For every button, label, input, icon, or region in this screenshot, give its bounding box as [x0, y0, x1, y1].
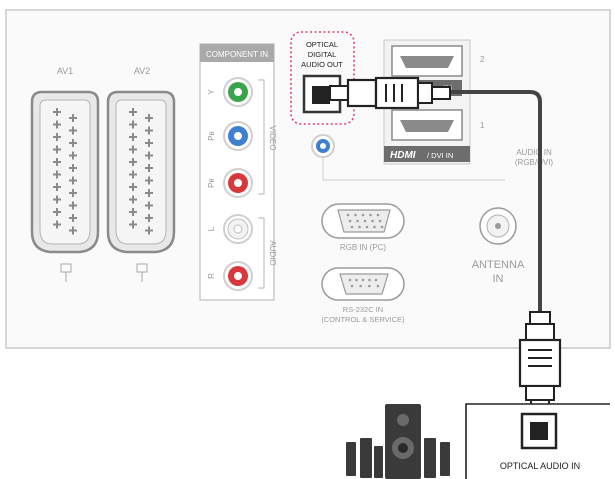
antenna-in-label-line2: IN: [493, 273, 504, 285]
av1-scart-symbol-icon: [60, 263, 72, 282]
hdmi-1-number: 1: [480, 121, 485, 130]
audio-in-leader-line: [322, 157, 505, 181]
hdmi-2-number: 2: [480, 55, 485, 64]
tv-back-panel: [5, 9, 611, 349]
hdmi-1-logo: HDMI: [390, 150, 416, 161]
antenna-in-port[interactable]: [479, 207, 517, 245]
audio-in-label-line2: (RGB/DVI): [515, 158, 554, 167]
audio-group-bracket: [258, 217, 265, 289]
component-in-label: COMPONENT IN: [206, 50, 268, 59]
optical-out-label-line3: AUDIO OUT: [301, 60, 343, 69]
speaker-system-icon: [346, 404, 450, 479]
jack-y[interactable]: [223, 77, 253, 107]
jack-pr-label: Pʀ: [207, 178, 216, 188]
jack-r-label: R: [207, 273, 216, 279]
audio-group-label: AUDIO: [268, 240, 277, 265]
hdmi-1-suffix: / DVI IN: [427, 151, 453, 160]
optical-out-highlight: [290, 31, 355, 125]
optical-out-label-line1: OPTICAL: [306, 40, 338, 49]
rs232c-label-line2: (CONTROL & SERVICE): [321, 315, 405, 324]
video-group-label: VIDEO: [268, 126, 277, 151]
video-group-bracket: [258, 79, 265, 195]
optical-plug-receiver-side: [518, 311, 562, 413]
av1-label: AV1: [57, 66, 73, 76]
rs232c-label-line1: RS-232C IN: [343, 305, 383, 314]
jack-pb-label: Pʙ: [207, 131, 216, 141]
jack-audio-l[interactable]: [223, 214, 253, 244]
rs232c-port[interactable]: [321, 267, 405, 301]
optical-cable: [448, 90, 542, 316]
hdmi-1-label-bar: [384, 146, 470, 162]
hdmi-port-2[interactable]: [391, 45, 463, 77]
receiver-optical-in-label: OPTICAL AUDIO IN: [500, 461, 580, 471]
audio-in-label-line1: AUDIO IN: [516, 148, 552, 157]
audio-in-rgb-dvi-jack[interactable]: [311, 134, 335, 158]
scart-connector-av1[interactable]: [30, 90, 100, 254]
hdmi-port-1[interactable]: [391, 109, 463, 141]
rgb-in-label: RGB IN (PC): [340, 243, 387, 252]
av2-scart-symbol-icon: [136, 263, 148, 282]
component-in-header: [200, 44, 274, 62]
jack-l-label: L: [207, 226, 216, 231]
receiver-optical-in-port[interactable]: [520, 412, 558, 450]
antenna-in-label-line1: ANTENNA: [472, 259, 525, 271]
optical-out-port[interactable]: [302, 74, 342, 114]
rgb-in-port[interactable]: [321, 203, 405, 239]
scart-connector-av2[interactable]: [106, 90, 176, 254]
optical-plug-tv-side: [329, 76, 451, 110]
jack-y-label: Y: [207, 89, 216, 95]
jack-pr[interactable]: [223, 168, 253, 198]
av2-label: AV2: [134, 66, 150, 76]
jack-audio-r[interactable]: [223, 261, 253, 291]
jack-pb[interactable]: [223, 121, 253, 151]
optical-out-label-line2: DIGITAL: [308, 50, 337, 59]
